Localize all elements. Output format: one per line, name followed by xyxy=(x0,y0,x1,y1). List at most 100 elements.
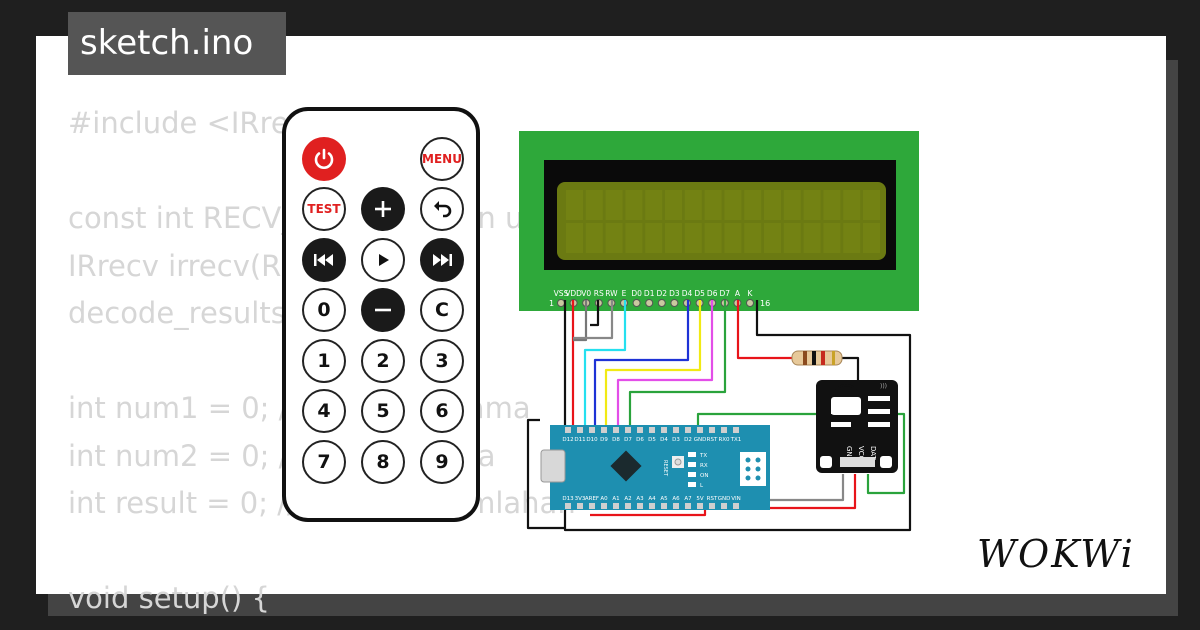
nano-pin-label: RST xyxy=(707,496,718,502)
digit-2-button[interactable]: 2 xyxy=(361,339,405,383)
digit-6-button[interactable]: 6 xyxy=(420,389,464,433)
button-label: 8 xyxy=(376,451,390,473)
lcd-char-cell xyxy=(585,190,603,220)
fast-forward-button[interactable] xyxy=(420,238,464,282)
nano-pin xyxy=(625,427,631,433)
nano-pin-label: D10 xyxy=(586,437,598,443)
digit-0-button[interactable]: 0 xyxy=(302,288,346,332)
wokwi-logo: WOKWi xyxy=(977,532,1135,576)
wires xyxy=(526,300,912,532)
lcd-char-cell xyxy=(605,190,623,220)
lcd-pin-label: D0 xyxy=(631,289,642,298)
play-button[interactable] xyxy=(361,238,405,282)
nano-pin xyxy=(601,503,607,509)
lcd-pin-label: E xyxy=(622,289,627,298)
lcd-pin-label: RS xyxy=(594,289,604,298)
back-button[interactable] xyxy=(420,187,464,231)
file-tab[interactable]: sketch.ino xyxy=(68,12,286,75)
nano-pin-label: 5V xyxy=(696,496,703,502)
nano-pin xyxy=(649,427,655,433)
nano-pin-label: D11 xyxy=(574,437,585,443)
lcd-pin-start-label: 1 xyxy=(549,299,554,308)
minus-button[interactable] xyxy=(361,288,405,332)
nano-pin xyxy=(565,503,571,509)
test-button[interactable]: TEST xyxy=(302,187,346,231)
icsp-header xyxy=(740,452,766,486)
digit-5-button[interactable]: 5 xyxy=(361,389,405,433)
lcd-char-cell xyxy=(783,223,801,253)
digit-3-button[interactable]: 3 xyxy=(420,339,464,383)
ir-remote[interactable]: MENU TEST 0 C 1 2 3 4 5 6 7 8 9 xyxy=(282,107,480,522)
resistor[interactable] xyxy=(791,350,843,366)
nano-pin xyxy=(577,503,583,509)
ir-pin-label: VCC xyxy=(857,446,865,461)
button-label: 5 xyxy=(376,400,390,422)
nano-pin-label: D13 xyxy=(562,496,574,502)
nano-pin xyxy=(721,503,727,509)
nano-pin-label: GND xyxy=(694,437,707,443)
wire-d6-magenta xyxy=(616,300,714,432)
nano-pin xyxy=(589,427,595,433)
button-label: 6 xyxy=(435,400,449,422)
nano-pin xyxy=(637,503,643,509)
lcd-char-cell xyxy=(665,190,682,220)
digit-8-button[interactable]: 8 xyxy=(361,440,405,484)
lcd-char-cell xyxy=(764,223,781,253)
lcd-char-cell xyxy=(764,190,781,220)
nano-pin-label: D4 xyxy=(660,437,668,443)
wire-ground-loop xyxy=(526,418,565,530)
power-button[interactable] xyxy=(302,137,346,181)
digit-1-button[interactable]: 1 xyxy=(302,339,346,383)
nano-pin xyxy=(661,503,667,509)
lcd-char-cell xyxy=(724,190,742,220)
lcd-char-cell xyxy=(665,223,682,253)
nano-pin-label: A5 xyxy=(660,496,668,502)
button-label: 1 xyxy=(317,350,331,372)
clear-button[interactable]: C xyxy=(420,288,464,332)
svg-text:WOKWi: WOKWi xyxy=(977,532,1135,576)
led-label: L xyxy=(700,483,704,489)
nano-pin xyxy=(733,427,739,433)
nano-pin-label: 3V3 xyxy=(575,496,586,502)
nano-pin-label: D6 xyxy=(636,437,644,443)
lcd-char-cell xyxy=(625,190,643,220)
nano-pin xyxy=(649,503,655,509)
plus-button[interactable] xyxy=(361,187,405,231)
signal-waves-icon: ))) xyxy=(880,383,887,390)
rewind-button[interactable] xyxy=(302,238,346,282)
nano-pin-label: A7 xyxy=(684,496,692,502)
nano-pin xyxy=(565,427,571,433)
menu-button[interactable]: MENU xyxy=(420,137,464,181)
reset-label: RESET xyxy=(662,460,668,477)
button-label: 0 xyxy=(317,299,331,321)
button-label: 2 xyxy=(376,350,390,372)
button-label: TEST xyxy=(307,202,341,216)
ir-receiver-module[interactable]: ))) GND VCC DAT xyxy=(816,380,898,473)
digit-4-button[interactable]: 4 xyxy=(302,389,346,433)
lcd-pin-label: D1 xyxy=(644,289,655,298)
lcd-char-cell xyxy=(645,223,663,253)
nano-pin-label: D12 xyxy=(562,437,573,443)
lcd-char-cell xyxy=(724,223,742,253)
microcontroller-chip xyxy=(610,450,642,482)
digit-9-button[interactable]: 9 xyxy=(420,440,464,484)
nano-pin xyxy=(637,427,643,433)
lcd-char-cell xyxy=(744,190,762,220)
digit-7-button[interactable]: 7 xyxy=(302,440,346,484)
nano-pin-label: A4 xyxy=(648,496,656,502)
nano-pin-label: RST xyxy=(707,437,718,443)
nano-pin-label: A0 xyxy=(600,496,608,502)
lcd-pin-label: D7 xyxy=(720,289,731,298)
button-label: 3 xyxy=(435,350,449,372)
lcd-pin-label: D2 xyxy=(657,289,668,298)
lcd-char-cell xyxy=(684,223,702,253)
lcd-char-cell xyxy=(863,223,880,253)
nano-pin-label: D3 xyxy=(672,437,680,443)
lcd-char-cell xyxy=(803,223,821,253)
lcd-pin-label: RW xyxy=(605,289,618,298)
